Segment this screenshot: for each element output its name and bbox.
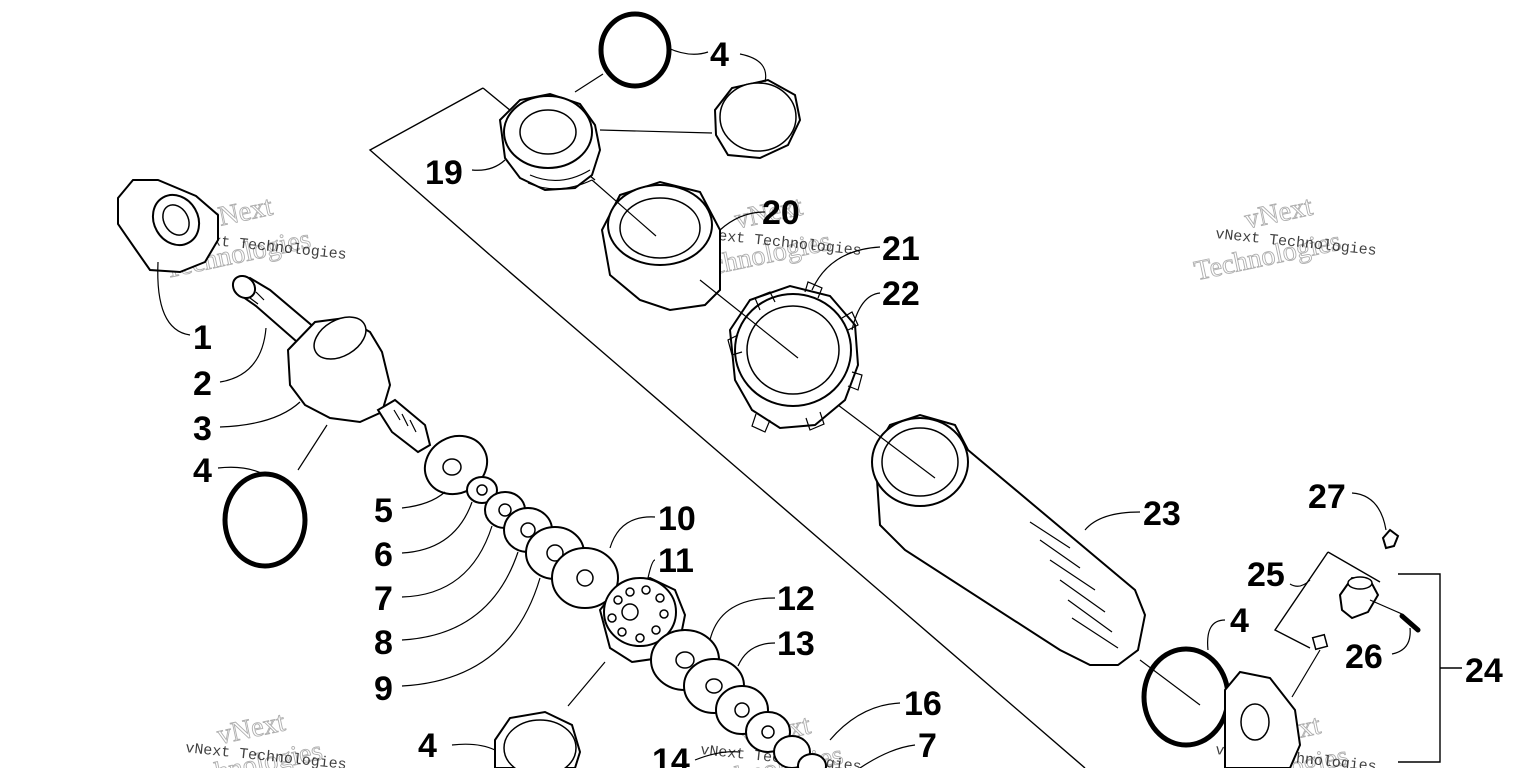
callout-labels: 1 2 3 4 4 4 4 5 6 7 7 8 9 10 11 12 13 14… bbox=[193, 36, 1503, 768]
leader-10 bbox=[609, 516, 656, 549]
leader-4c bbox=[451, 743, 496, 751]
leader-part3-oring bbox=[297, 424, 328, 471]
watermark-big: vNext bbox=[1242, 191, 1316, 236]
callout-10: 10 bbox=[658, 500, 696, 538]
part-23-body bbox=[871, 413, 1147, 666]
callout-11: 11 bbox=[658, 542, 694, 580]
leader-25 bbox=[1289, 579, 1311, 587]
part-10-washer bbox=[551, 547, 619, 609]
callout-23: 23 bbox=[1143, 495, 1181, 533]
leader-7a bbox=[401, 525, 493, 598]
part-4-o-ring-lower-right bbox=[1141, 646, 1231, 748]
lower-washers bbox=[715, 685, 827, 768]
callout-21: 21 bbox=[882, 230, 920, 268]
leader-13 bbox=[737, 642, 776, 667]
leader-2 bbox=[219, 327, 267, 383]
leader-27 bbox=[1351, 492, 1387, 531]
leader-body-oring bbox=[1139, 659, 1201, 706]
callout-8: 8 bbox=[374, 624, 393, 662]
leader-nut-body bbox=[837, 404, 936, 479]
callout-3: 3 bbox=[193, 410, 212, 448]
callout-16: 16 bbox=[904, 685, 942, 723]
part-1-bushing bbox=[117, 179, 219, 274]
leader-23 bbox=[1084, 511, 1141, 531]
part-6-washer bbox=[466, 476, 498, 504]
callout-2: 2 bbox=[193, 365, 212, 403]
part-4-o-ring-top bbox=[598, 11, 672, 89]
leader-4-top bbox=[667, 47, 709, 55]
callout-4: 4 bbox=[710, 36, 729, 74]
bracket-24 bbox=[1398, 573, 1441, 763]
callout-9: 9 bbox=[374, 670, 393, 708]
leader-5 bbox=[401, 491, 446, 509]
leader-4a bbox=[217, 466, 264, 475]
leader-3 bbox=[219, 401, 301, 428]
watermark-group: vNext Technologies vNext Technologies vN… bbox=[161, 190, 1378, 768]
part-19-seal-head bbox=[498, 92, 602, 192]
part-20-sleeve bbox=[600, 180, 721, 312]
assembly-brackets bbox=[368, 87, 1462, 768]
callout-25: 25 bbox=[1247, 556, 1285, 594]
leader-oring-top bbox=[574, 73, 604, 93]
leader-9 bbox=[401, 577, 541, 687]
callout-5: 5 bbox=[374, 492, 393, 530]
part-4-o-ring bbox=[222, 471, 308, 569]
leader-22 bbox=[851, 292, 881, 331]
part-27-screw bbox=[1381, 528, 1400, 550]
bracket-line bbox=[489, 254, 1086, 768]
leader-19 bbox=[471, 159, 506, 171]
part-26-o-ring-small bbox=[1399, 613, 1421, 633]
leader-16 bbox=[829, 702, 901, 741]
leader-7b bbox=[859, 744, 916, 768]
callout-7: 7 bbox=[918, 727, 937, 765]
leader-1 bbox=[157, 261, 191, 336]
callout-19: 19 bbox=[425, 154, 463, 192]
leader-seal-sleeve bbox=[591, 179, 657, 237]
part-11-piston bbox=[598, 576, 687, 664]
bracket-25 bbox=[1273, 551, 1329, 649]
part-21-22-spanner-nut bbox=[727, 281, 863, 433]
callout-14: 14 bbox=[652, 742, 690, 768]
leader-piston-ring bbox=[567, 661, 606, 707]
callout-24: 24 bbox=[1465, 652, 1503, 690]
leader-20 bbox=[719, 211, 766, 231]
callout-22: 22 bbox=[882, 275, 920, 313]
leader-lines bbox=[157, 47, 1411, 768]
part-lower-right-cap bbox=[1224, 670, 1302, 768]
callout-7: 7 bbox=[374, 580, 393, 618]
callout-4: 4 bbox=[418, 727, 437, 765]
part-3-shock-body-end bbox=[286, 316, 432, 454]
callout-12: 12 bbox=[777, 580, 815, 618]
leader-8 bbox=[401, 551, 519, 641]
leader-11 bbox=[647, 559, 656, 579]
part-25-valve bbox=[1338, 576, 1380, 620]
leader-4d bbox=[1207, 619, 1226, 651]
bracket-upper-group bbox=[368, 87, 491, 256]
leader-21 bbox=[811, 246, 881, 291]
leader-4-top-ring bbox=[739, 53, 767, 83]
leader-14 bbox=[694, 751, 741, 761]
washer-stack bbox=[423, 434, 619, 609]
leader-seal-ring bbox=[599, 129, 713, 134]
leader-sleeve-nut bbox=[699, 279, 799, 359]
part-small-cube bbox=[1311, 633, 1329, 651]
callout-20: 20 bbox=[762, 194, 800, 232]
callout-6: 6 bbox=[374, 536, 393, 574]
leader-cap-cube bbox=[1291, 649, 1321, 698]
callout-1: 1 bbox=[193, 319, 212, 357]
leader-valve-oring bbox=[1369, 599, 1403, 615]
callout-4: 4 bbox=[1230, 602, 1249, 640]
callout-13: 13 bbox=[777, 625, 815, 663]
leader-6 bbox=[401, 501, 473, 554]
leader-26 bbox=[1391, 627, 1411, 655]
part-4-split-ring-lower bbox=[494, 710, 582, 768]
callout-4: 4 bbox=[193, 452, 212, 490]
bracket-25 bbox=[1327, 551, 1381, 583]
part-4-ring-top-right bbox=[713, 78, 802, 160]
callout-26: 26 bbox=[1345, 638, 1383, 676]
leader-12 bbox=[709, 597, 776, 641]
callout-27: 27 bbox=[1308, 478, 1346, 516]
